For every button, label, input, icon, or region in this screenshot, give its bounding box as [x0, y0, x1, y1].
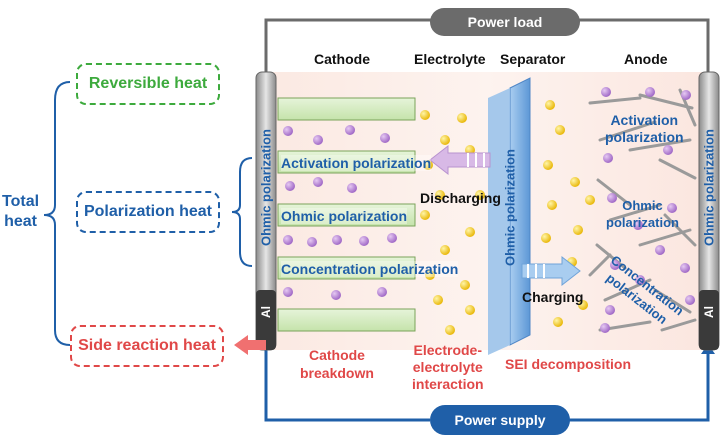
cathode-concentration-label: Concentration polarization — [281, 261, 459, 277]
right-collector-ohmic-label: Ohmic polarization — [701, 129, 717, 247]
left-collector-al-band — [256, 290, 276, 350]
electrode-electrolyte-interaction-label: Electrode- electrolyte interaction — [412, 342, 484, 392]
electrolyte-ions — [420, 100, 595, 335]
cathode-breakdown-label: Cathode breakdown — [300, 347, 374, 381]
discharging-arrow — [429, 144, 491, 176]
anode-lithium-ions — [600, 87, 695, 333]
right-collector-al-band — [699, 290, 719, 350]
right-collector-al-label: Al — [702, 306, 716, 318]
discharging-label: Discharging — [420, 190, 501, 206]
separator-membrane-front — [488, 88, 510, 355]
polarization-heat-box: Polarization heat — [76, 191, 220, 233]
separator-ohmic-label: Ohmic polarization — [502, 149, 518, 267]
total-heat-bracket — [43, 81, 71, 346]
electrolyte-header: Electrolyte — [414, 51, 486, 67]
cathode-plate-3 — [277, 203, 416, 227]
left-collector-ohmic-label: Ohmic polarization — [258, 129, 274, 247]
anode-ohmic-label: Ohmic polarization — [606, 198, 679, 230]
charging-arrow — [521, 255, 581, 287]
power-load-pill: Power load — [430, 8, 580, 36]
sei-decomposition-label: SEI decomposition — [505, 356, 632, 372]
left-collector-al-label: Al — [259, 306, 273, 318]
cathode-ohmic-label: Ohmic polarization — [281, 208, 408, 224]
total-heat-label: Total heat — [2, 193, 40, 230]
cathode-activation-label: Activation polarization — [281, 155, 432, 171]
polarization-heat-bracket — [231, 157, 253, 267]
charging-label: Charging — [522, 289, 584, 305]
cathode-plate-4 — [277, 256, 416, 280]
side-reaction-arrow — [234, 335, 266, 355]
anode-activation-label: Activation polarization — [605, 112, 684, 145]
separator-header: Separator — [500, 51, 566, 67]
cathode-plate-5 — [277, 308, 416, 332]
power-load-wire — [264, 18, 710, 72]
side-reaction-heat-box: Side reaction heat — [70, 325, 224, 367]
cathode-lithium-ions — [283, 125, 397, 300]
anode-header: Anode — [624, 51, 668, 67]
power-supply-pill: Power supply — [430, 405, 570, 435]
anode-graphite-sheets — [588, 88, 697, 332]
power-supply-wire — [264, 350, 710, 422]
reversible-heat-box: Reversible heat — [76, 63, 220, 105]
cathode-plate-1 — [277, 97, 416, 121]
cathode-plate-2 — [277, 150, 416, 174]
cathode-header: Cathode — [314, 51, 370, 67]
